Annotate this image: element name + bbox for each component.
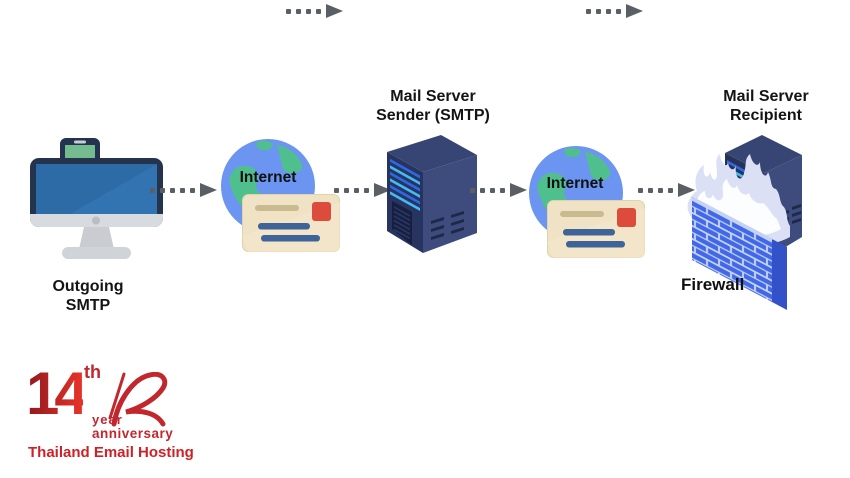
internet-node-1: Internet <box>221 139 346 254</box>
arrow-dot <box>190 187 195 193</box>
dotted-arrow-1 <box>150 183 217 197</box>
firewall-wall-side <box>772 239 787 310</box>
arrow-head-icon <box>510 183 527 197</box>
arrow-dot <box>150 187 155 193</box>
client-label-line1: Outgoing <box>52 278 124 295</box>
arrow-dot <box>364 187 369 193</box>
firewall-wall-icon <box>692 197 772 302</box>
arrow-dot <box>316 8 321 14</box>
mail-recipient-label: Mail Server Recipient <box>686 87 846 125</box>
dotted-arrow-4 <box>638 183 695 197</box>
arrow-head-icon <box>678 183 695 197</box>
arrow-head-icon <box>326 4 343 18</box>
dotted-arrow-3 <box>470 183 527 197</box>
arrow-dot <box>470 187 475 193</box>
client-label: Outgoing SMTP <box>28 277 148 315</box>
anniversary-logo: 14 th year anniversary Thailand Email Ho… <box>26 360 196 462</box>
desktop-devices-icon <box>30 138 163 259</box>
arrow-dot <box>490 187 495 193</box>
arrow-dot <box>170 187 175 193</box>
dotted-arrow-top-right <box>586 4 643 18</box>
arrow-dot <box>616 8 621 14</box>
arrow-dot <box>638 187 643 193</box>
firewall-label: Firewall <box>681 275 745 294</box>
arrow-dot <box>648 187 653 193</box>
logo-flourish-icon <box>108 372 168 427</box>
logo-brand-text: Thailand Email Hosting <box>28 444 194 461</box>
arrow-dot <box>480 187 485 193</box>
arrow-dot <box>180 187 185 193</box>
logo-anniversary-text: anniversary <box>92 426 174 441</box>
dotted-arrow-2 <box>334 183 391 197</box>
arrow-dot <box>306 8 311 14</box>
internet-label-1: Internet <box>239 169 297 186</box>
stamp-icon <box>617 208 636 227</box>
logo-number: 14 <box>26 360 88 427</box>
arrow-dot <box>606 8 611 14</box>
arrow-head-icon <box>626 4 643 18</box>
mail-recipient-label-line1: Mail Server <box>723 88 809 105</box>
internet-node-2: Internet <box>529 146 654 261</box>
mail-recipient-label-line2: Recipient <box>729 107 802 124</box>
arrow-head-icon <box>374 183 391 197</box>
arrow-dot <box>500 187 505 193</box>
arrow-dot <box>344 187 349 193</box>
arrow-dot <box>658 187 663 193</box>
firewalled-mail-server-icon <box>687 135 802 310</box>
arrow-dot <box>160 187 165 193</box>
mail-server-sender-icon <box>387 135 477 253</box>
arrow-dot <box>296 8 301 14</box>
arrow-dot <box>668 187 673 193</box>
arrow-head-icon <box>200 183 217 197</box>
mail-sender-label-line2: Sender (SMTP) <box>376 107 490 124</box>
internet-label-2: Internet <box>546 175 604 192</box>
arrow-dot <box>586 8 591 14</box>
email-envelope-icon <box>242 194 340 252</box>
arrow-dot <box>596 8 601 14</box>
client-label-line2: SMTP <box>65 297 111 314</box>
arrow-dot <box>354 187 359 193</box>
arrow-dot <box>286 8 291 14</box>
stamp-icon <box>312 202 331 221</box>
mail-sender-label: Mail Server Sender (SMTP) <box>348 87 518 125</box>
email-envelope-icon <box>547 200 645 258</box>
logo-ordinal: th <box>84 362 101 382</box>
mail-sender-label-line1: Mail Server <box>390 88 476 105</box>
logo-year-text: year <box>92 412 123 427</box>
arrow-dot <box>334 187 339 193</box>
dotted-arrow-top-left <box>286 4 343 18</box>
